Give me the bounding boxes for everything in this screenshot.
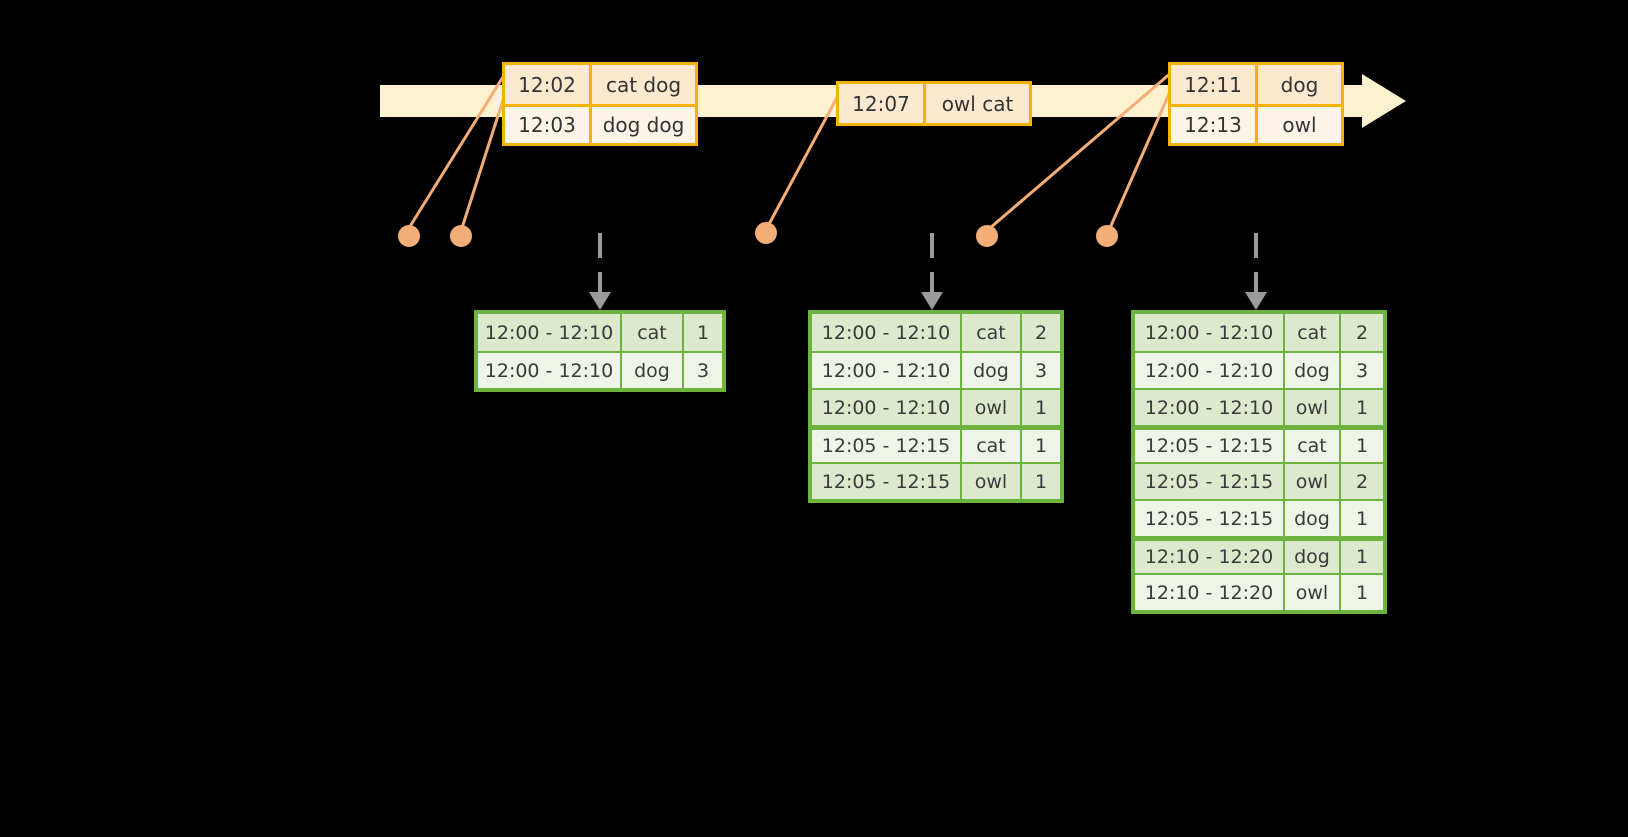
cell-window: 12:00 - 12:10 (484, 321, 614, 344)
cell-key: owl (960, 390, 1020, 425)
event-dot (1096, 225, 1118, 247)
cell-count: 2 (1339, 314, 1383, 351)
cell-window: 12:00 - 12:10 (821, 359, 951, 382)
cell-count: 1 (1020, 390, 1060, 425)
cell-key: dog (620, 353, 682, 388)
cell-window: 12:00 - 12:10 (821, 321, 951, 344)
cell-window: 12:05 - 12:15 (821, 470, 951, 493)
cell-count: 3 (1020, 353, 1060, 388)
event-group-3: 12:11 dog 12:13 owl (1168, 62, 1344, 146)
cell-window: 12:10 - 12:20 (1144, 581, 1274, 604)
event-words: dog (1255, 65, 1341, 104)
event-row: 12:02 cat dog (505, 65, 695, 104)
cell-window: 12:00 - 12:10 (484, 359, 614, 382)
cell-window: 12:00 - 12:10 (1144, 396, 1274, 419)
event-row: 12:07 owl cat (839, 84, 1029, 123)
cell-window: 12:05 - 12:15 (1144, 435, 1274, 457)
event-time: 12:11 (1184, 72, 1242, 97)
event-row: 12:11 dog (1171, 65, 1341, 104)
cell-window: 12:05 - 12:15 (1144, 507, 1274, 530)
cell-key: cat (1283, 430, 1339, 462)
cell-count: 1 (1339, 541, 1383, 573)
event-time: 12:03 (518, 113, 576, 137)
cell-count: 1 (682, 314, 722, 351)
cell-key: owl (1283, 575, 1339, 610)
cell-count: 2 (1339, 464, 1383, 499)
event-words: owl cat (923, 84, 1029, 123)
cell-key: dog (1283, 501, 1339, 536)
event-dot (398, 225, 420, 247)
cell-key: owl (1283, 464, 1339, 499)
cell-count: 1 (1339, 390, 1383, 425)
cell-window: 12:05 - 12:15 (1144, 470, 1274, 493)
cell-key: dog (960, 353, 1020, 388)
cell-window: 12:00 - 12:10 (1144, 321, 1274, 344)
cell-key: owl (960, 464, 1020, 499)
cell-count: 1 (1339, 430, 1383, 462)
timeline-arrowhead-icon (1362, 74, 1406, 128)
cell-window: 12:05 - 12:15 (821, 435, 951, 457)
cell-count: 1 (1020, 464, 1060, 499)
cell-key: cat (960, 314, 1020, 351)
event-group-2: 12:07 owl cat (836, 81, 1032, 126)
cell-count: 1 (1339, 501, 1383, 536)
event-dot (755, 222, 777, 244)
event-row: 12:03 dog dog (505, 104, 695, 143)
event-row: 12:13 owl (1171, 104, 1341, 143)
cell-key: owl (1283, 390, 1339, 425)
event-words: owl (1255, 107, 1341, 143)
cell-key: dog (1283, 353, 1339, 388)
cell-window: 12:00 - 12:10 (1144, 359, 1274, 382)
cell-count: 3 (1339, 353, 1383, 388)
cell-key: dog (1283, 541, 1339, 573)
event-time: 12:13 (1184, 113, 1242, 137)
event-time: 12:07 (852, 91, 910, 116)
event-words: cat dog (589, 65, 695, 104)
event-dot (976, 225, 998, 247)
event-dot (450, 225, 472, 247)
event-time: 12:02 (518, 72, 576, 97)
cell-window: 12:10 - 12:20 (1144, 546, 1274, 568)
cell-count: 2 (1020, 314, 1060, 351)
event-words: dog dog (589, 107, 695, 143)
cell-count: 3 (682, 353, 722, 388)
cell-key: cat (1283, 314, 1339, 351)
cell-count: 1 (1339, 575, 1383, 610)
event-group-1: 12:02 cat dog 12:03 dog dog (502, 62, 698, 146)
cell-window: 12:00 - 12:10 (821, 396, 951, 419)
cell-key: cat (960, 430, 1020, 462)
cell-key: cat (620, 314, 682, 351)
cell-count: 1 (1020, 430, 1060, 462)
